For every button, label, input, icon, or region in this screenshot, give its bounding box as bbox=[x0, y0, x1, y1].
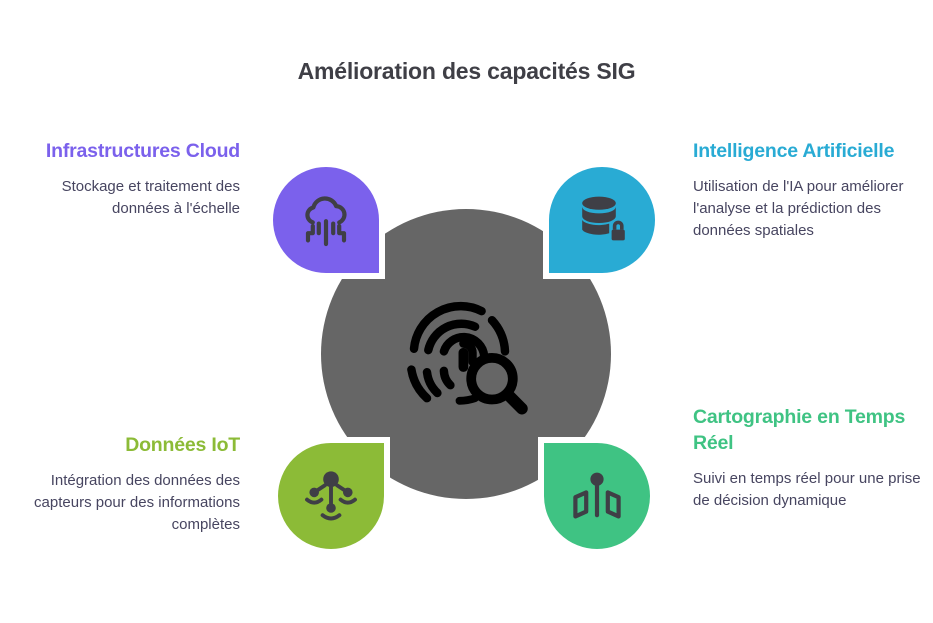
petal-map[interactable] bbox=[538, 437, 656, 555]
item-description-map: Suivi en temps réel pour une prise de dé… bbox=[693, 470, 921, 509]
item-heading-iot: Données IoT bbox=[125, 434, 240, 456]
item-description-ai: Utilisation de l'IA pour améliorer l'ana… bbox=[693, 178, 904, 239]
petal-ai[interactable] bbox=[543, 161, 661, 279]
petal-iot[interactable] bbox=[272, 437, 390, 555]
page-title: Amélioration des capacités SIG bbox=[297, 58, 636, 84]
map-pin-icon bbox=[573, 472, 621, 519]
item-heading-cloud: Infrastructures Cloud bbox=[45, 140, 240, 162]
fingerprint-search-icon bbox=[407, 301, 528, 415]
item-block-ai: Intelligence Artificielle Utilisation de… bbox=[693, 138, 933, 242]
petal-cloud[interactable] bbox=[267, 161, 385, 279]
item-heading-ai: Intelligence Artificielle bbox=[693, 140, 895, 162]
item-heading-map: Cartographie en Temps Réel bbox=[693, 406, 906, 454]
database-lock-icon bbox=[582, 196, 625, 241]
item-block-cloud: Infrastructures Cloud Stockage et traite… bbox=[0, 138, 240, 220]
iot-sensor-network-icon bbox=[305, 471, 357, 521]
item-description-cloud: Stockage et traitement des données à l'é… bbox=[61, 178, 240, 217]
item-block-map: Cartographie en Temps Réel Suivi en temp… bbox=[693, 404, 933, 512]
item-description-iot: Intégration des données des capteurs pou… bbox=[34, 472, 240, 533]
cloud-circuit-icon bbox=[305, 196, 347, 247]
item-block-iot: Données IoT Intégration des données des … bbox=[0, 432, 240, 536]
